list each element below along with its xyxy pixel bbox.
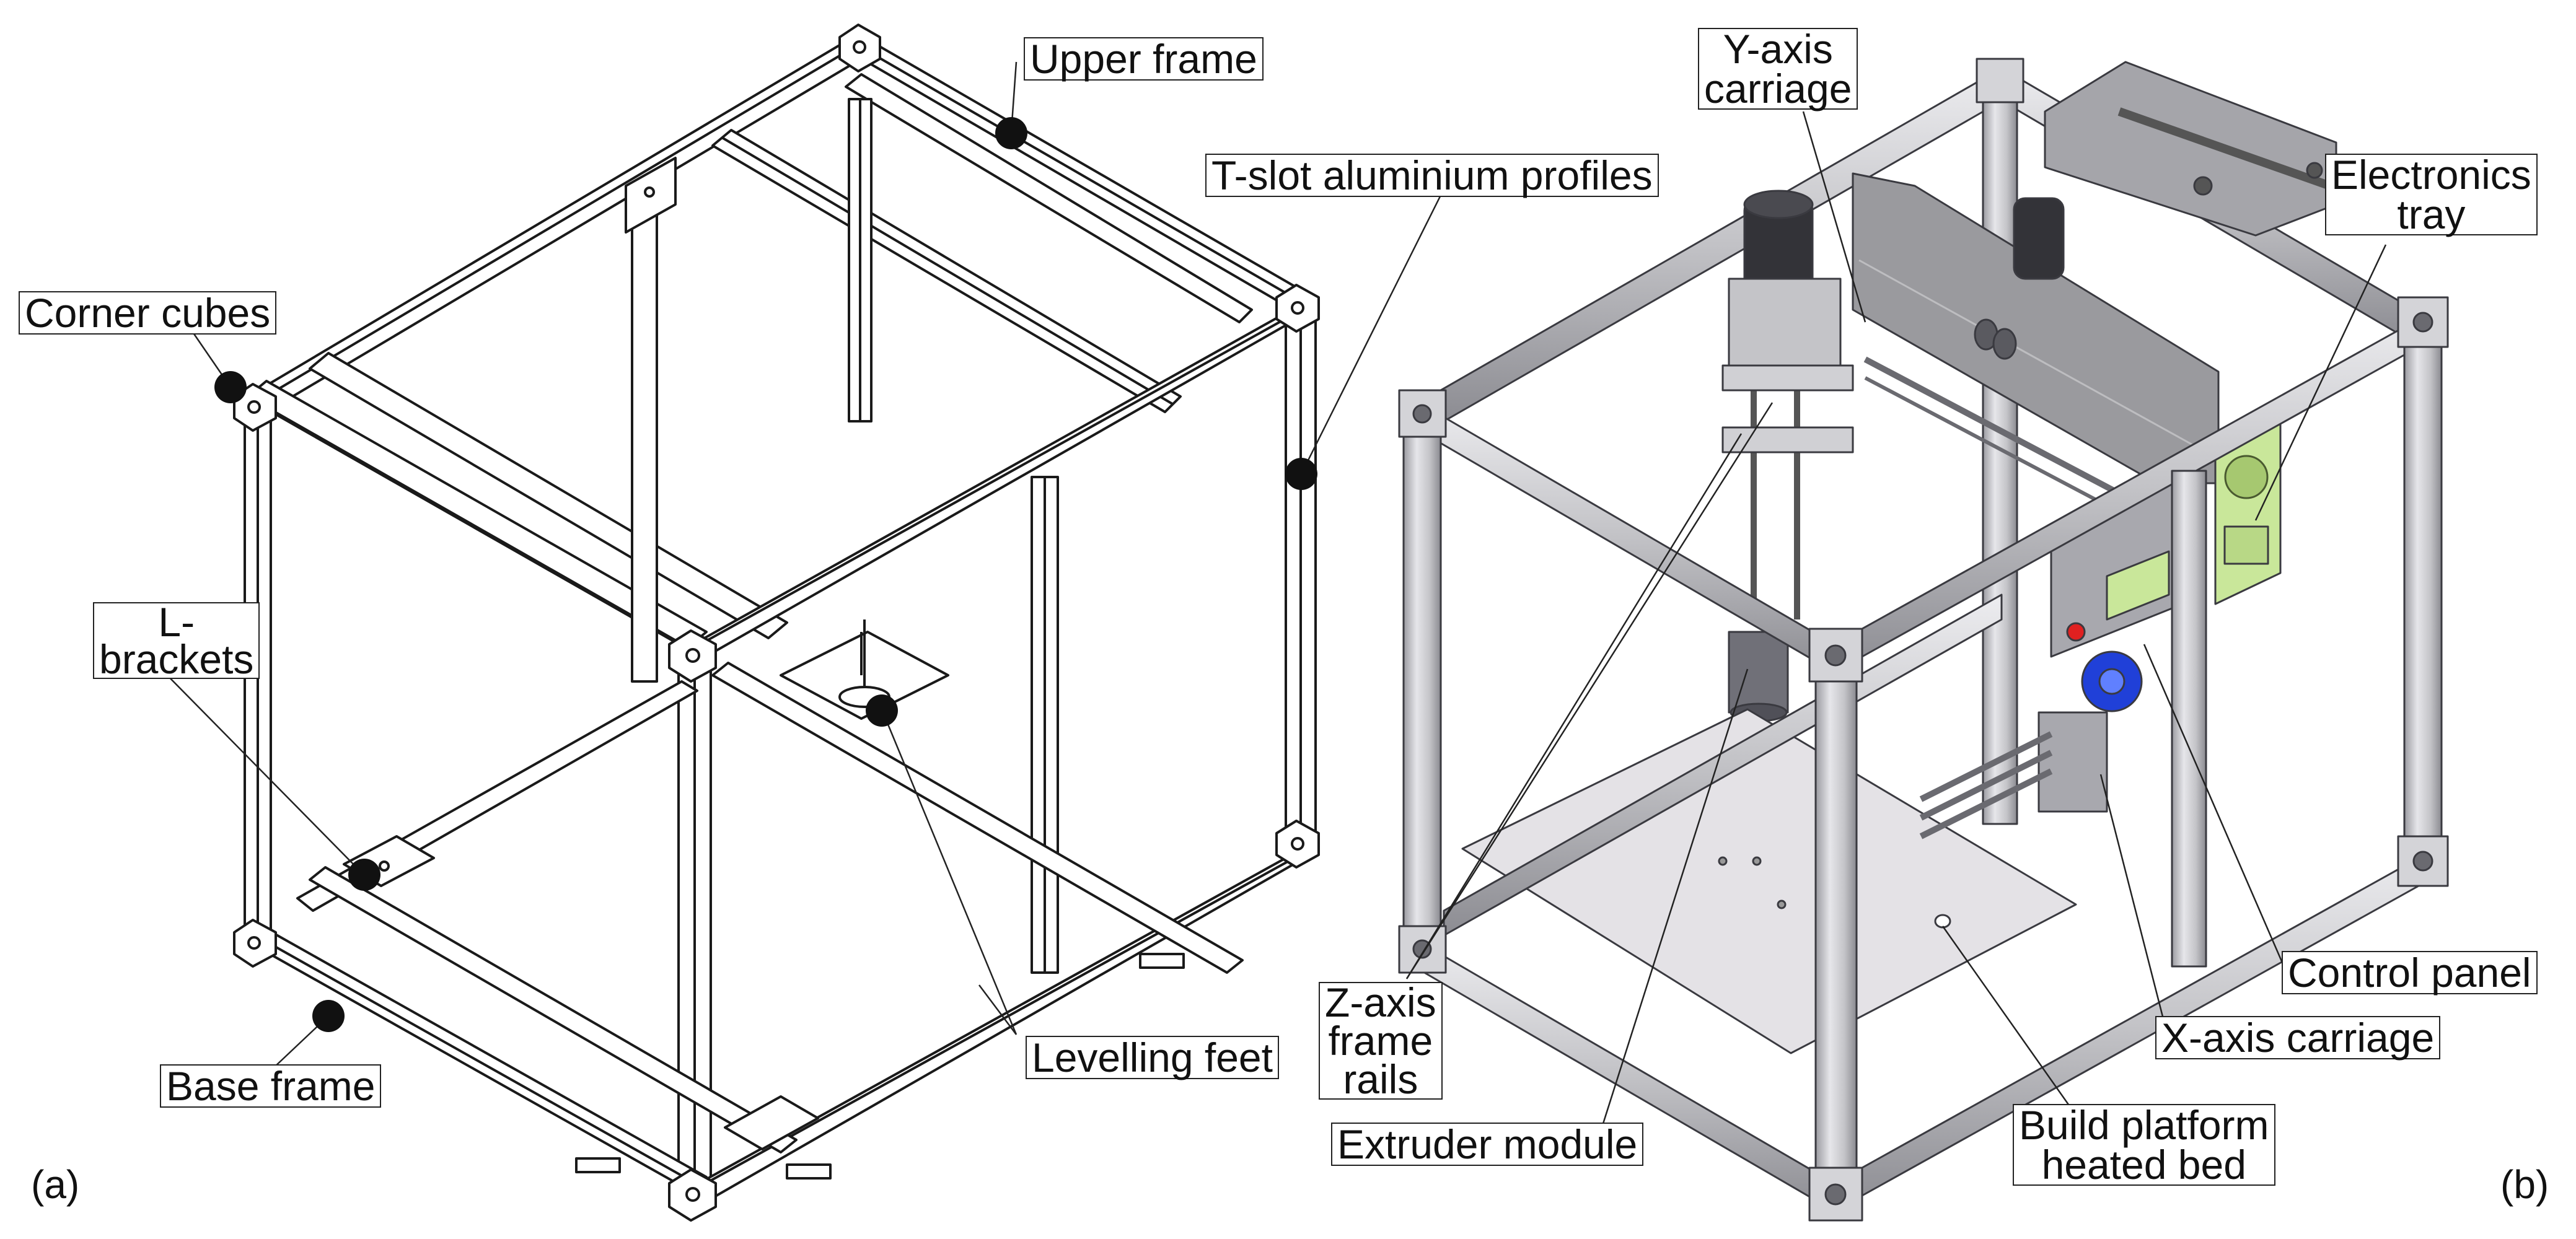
label-y-axis-carriage: Y-axis carriage — [1698, 28, 1858, 110]
label-y-axis-line2: carriage — [1704, 66, 1852, 112]
upper-beam-front-right — [687, 296, 1315, 661]
label-l-brackets-line1: L- — [158, 599, 195, 645]
marker-l-brackets — [348, 859, 380, 891]
label-build-line1: Build platform — [2019, 1102, 2269, 1148]
leader-lines-b — [1405, 111, 2387, 1128]
label-levelling-feet: Levelling feet — [1026, 1036, 1279, 1079]
marker-upper-frame — [995, 117, 1027, 149]
base-cross-beam-2 — [711, 662, 1244, 974]
b-post-back-center — [1982, 79, 2018, 825]
frame-drawing-a — [233, 24, 1320, 1222]
upper-cross-beam-1 — [309, 352, 788, 639]
label-electronics-line1: Electronics — [2331, 152, 2531, 198]
label-control-panel: Control panel — [2282, 951, 2538, 994]
corner-cube-top-back — [838, 24, 881, 72]
marker-t-slot — [1285, 458, 1317, 490]
b-post-front — [1814, 646, 1858, 1206]
corner-cube-bottom-front — [668, 1168, 717, 1222]
b-post-right — [2403, 309, 2443, 865]
label-l-brackets: L- brackets — [93, 599, 260, 682]
label-build-line2: heated bed — [2041, 1142, 2246, 1188]
label-z-axis-line2: frame — [1328, 1018, 1433, 1064]
post-mid-left — [631, 197, 658, 683]
label-l-brackets-line2: brackets — [99, 636, 254, 682]
b-post-mid — [2171, 470, 2207, 968]
label-x-axis-carriage: X-axis carriage — [2155, 1016, 2441, 1059]
label-electronics-tray: Electronics tray — [2325, 154, 2538, 235]
b-post-left — [1402, 405, 1442, 965]
b-corner-top-right — [2397, 296, 2449, 348]
marker-dots-a — [214, 117, 1317, 1032]
b-corner-top-back — [1976, 58, 2024, 103]
label-upper-frame: Upper frame — [1024, 37, 1264, 81]
b-led — [2066, 622, 2086, 642]
label-y-axis-line1: Y-axis — [1723, 26, 1833, 72]
panel-label-a: (a) — [31, 1162, 80, 1207]
b-top-bracket — [2044, 61, 2337, 237]
panel-label-b: (b) — [2500, 1162, 2549, 1207]
corner-cube-top-left — [233, 383, 277, 432]
base-cross-beam — [309, 866, 798, 1154]
label-corner-cubes: Corner cubes — [19, 291, 277, 335]
label-t-slot-profiles: T-slot aluminium profiles — [1205, 154, 1659, 197]
corner-cube-bottom-right — [1275, 820, 1320, 869]
b-corner-top-left — [1398, 389, 1447, 438]
b-build-platform — [1461, 708, 2077, 1054]
label-z-axis-line1: Z-axis — [1325, 979, 1436, 1025]
label-electronics-line2: tray — [2397, 191, 2466, 237]
label-z-axis-line3: rails — [1343, 1056, 1418, 1102]
corner-cube-top-front — [668, 629, 717, 683]
l-bracket-base — [724, 1095, 819, 1150]
label-z-axis-rails: Z-axis frame rails — [1319, 982, 1443, 1100]
b-lcd — [2106, 550, 2170, 621]
marker-corner-cubes — [214, 371, 247, 403]
label-base-frame: Base frame — [160, 1064, 382, 1108]
b-y-motor — [2013, 197, 2065, 280]
corner-cube-bottom-left — [233, 919, 277, 968]
label-extruder-module: Extruder module — [1331, 1123, 1644, 1166]
label-build-platform: Build platform heated bed — [2013, 1104, 2275, 1186]
marker-levelling-feet — [866, 694, 898, 727]
upper-cross-beam-3 — [845, 73, 1253, 323]
corner-cube-top-right — [1275, 284, 1320, 333]
marker-base-frame — [312, 1000, 345, 1032]
leader-lines-a — [160, 61, 1445, 1069]
printer-render-b — [1398, 58, 2449, 1222]
upper-beam-front-left — [247, 380, 708, 649]
